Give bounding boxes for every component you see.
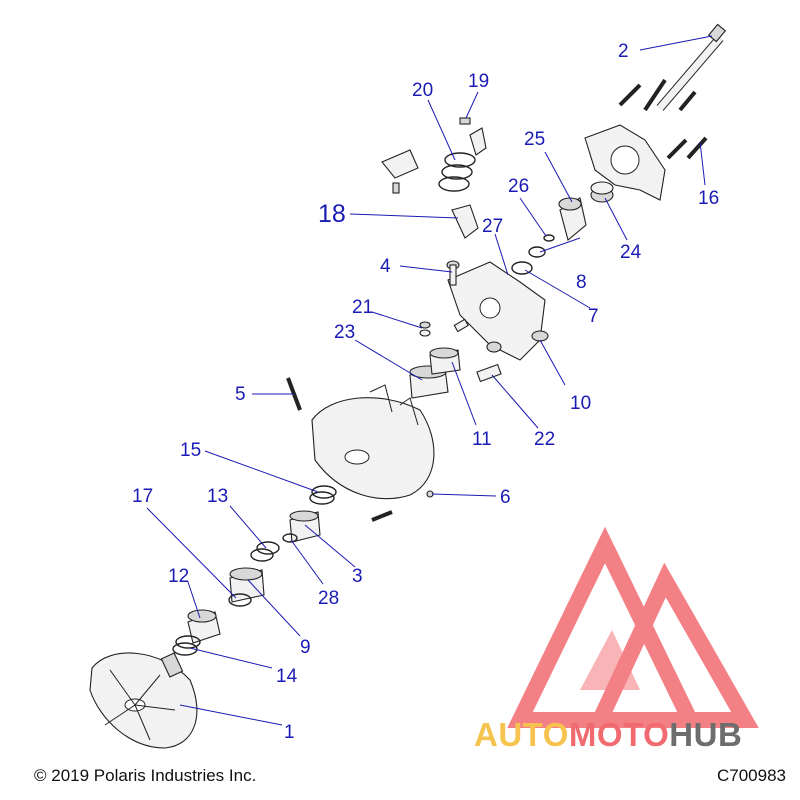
part-11-sleeve [429, 347, 461, 375]
watermark-wordmark: AUTOMOTOHUB [474, 716, 742, 754]
callout-27: 27 [482, 216, 503, 237]
part-13-ring [250, 541, 280, 562]
moveable-sheave [311, 384, 435, 500]
callout-14: 14 [276, 666, 298, 687]
callout-5: 5 [235, 384, 246, 405]
callout-26: 26 [508, 176, 529, 197]
part-17-ring [228, 593, 252, 607]
callout-28: 28 [318, 588, 339, 609]
callout-19: 19 [468, 71, 489, 92]
copyright-notice: © 2019 Polaris Industries Inc. [34, 766, 257, 785]
leader-lines [146, 35, 713, 726]
callout-2: 2 [618, 41, 629, 62]
wordmark-moto: MOTO [568, 716, 670, 753]
part-1-fixed-sheave [89, 652, 198, 749]
callout-16: 16 [698, 188, 719, 209]
part-2-rod [656, 23, 727, 111]
part-28-ring [282, 533, 298, 543]
callout-9: 9 [300, 637, 311, 658]
part-19-pin [459, 117, 487, 156]
part-21-bushing [419, 318, 469, 337]
part-22-roller [476, 363, 502, 383]
callout-3: 3 [352, 566, 363, 587]
callout-18: 18 [318, 200, 346, 228]
callout-7: 7 [588, 306, 599, 327]
callout-15: 15 [180, 440, 201, 461]
callout-22: 22 [534, 429, 555, 450]
part-16-spider-plate [584, 124, 666, 201]
part-18-weight [451, 204, 479, 239]
bolts-group [618, 78, 708, 160]
callout-13: 13 [207, 486, 228, 507]
callout-4: 4 [380, 256, 391, 277]
wordmark-auto: AUTO [474, 716, 569, 753]
callout-20: 20 [412, 80, 433, 101]
callout-17: 17 [132, 486, 153, 507]
callout-24: 24 [620, 242, 642, 263]
part-24-bushing [590, 181, 614, 203]
callout-6: 6 [500, 487, 511, 508]
parts-26-8-7-washers [511, 234, 555, 275]
part-12-bushing [187, 609, 221, 644]
callout-23: 23 [334, 322, 355, 343]
callout-25: 25 [524, 129, 545, 150]
part-15-spring [309, 485, 337, 505]
callout-12: 12 [168, 566, 189, 587]
part-25-plug [558, 197, 587, 241]
callout-21: 21 [352, 297, 373, 318]
part-14-washer [172, 635, 201, 656]
part-20-spring [381, 149, 476, 194]
part-27-housing [446, 260, 549, 361]
callout-1: 1 [284, 722, 295, 743]
callout-8: 8 [576, 272, 587, 293]
callout-11: 11 [472, 429, 492, 450]
watermark-logo [507, 526, 759, 728]
callout-10: 10 [570, 393, 591, 414]
callout-labels: 2 16 19 20 18 25 26 24 27 8 4 7 21 23 10… [132, 41, 719, 743]
wordmark-hub: HUB [669, 716, 743, 753]
part-3-bushing [289, 510, 321, 543]
diagram-code: C700983 [716, 766, 786, 785]
